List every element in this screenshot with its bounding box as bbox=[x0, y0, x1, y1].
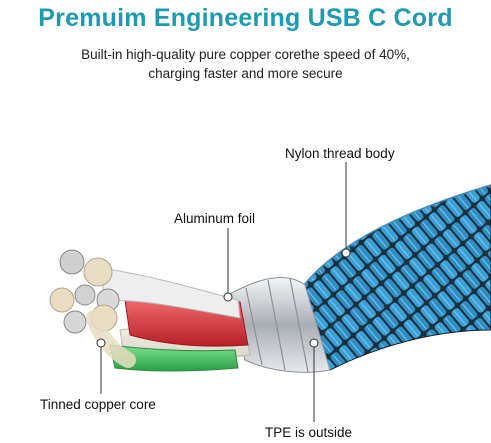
label-tpe-outside: TPE is outside bbox=[265, 425, 353, 440]
callout-foil bbox=[223, 228, 233, 302]
label-tinned-copper-core: Tinned copper core bbox=[40, 397, 156, 412]
inner-wires bbox=[99, 267, 251, 372]
page-title: Premuim Engineering USB C Cord bbox=[38, 4, 453, 32]
callout-tinned bbox=[96, 338, 106, 394]
nylon-braid-body bbox=[299, 184, 491, 371]
tinned-copper-cores bbox=[49, 249, 136, 368]
green-wire bbox=[109, 344, 239, 372]
label-aluminum-foil: Aluminum foil bbox=[174, 211, 256, 226]
label-nylon-thread-body: Nylon thread body bbox=[285, 146, 395, 161]
subtitle-line-2: charging faster and more secure bbox=[148, 66, 343, 81]
gray-wire bbox=[99, 267, 241, 319]
subtitle: Built-in high-quality pure copper coreth… bbox=[0, 45, 491, 83]
callout-nylon bbox=[341, 162, 351, 258]
aluminum-foil-layer bbox=[227, 277, 331, 373]
subtitle-line-1: Built-in high-quality pure copper coreth… bbox=[81, 47, 410, 62]
callout-tpe bbox=[309, 338, 319, 422]
